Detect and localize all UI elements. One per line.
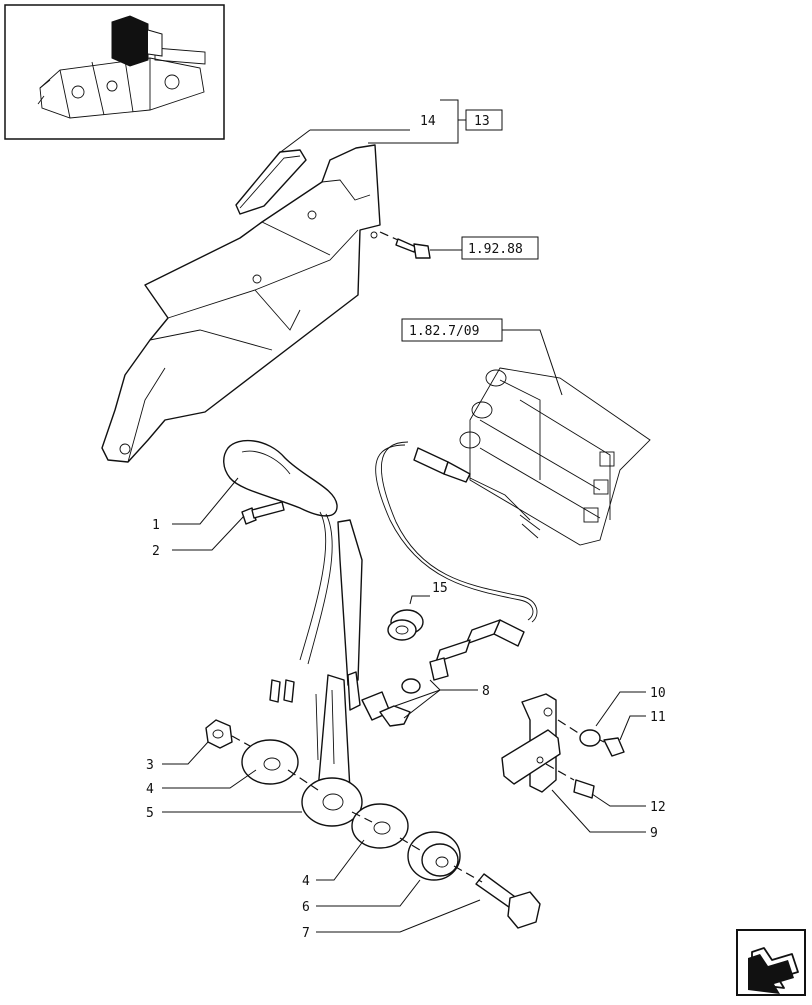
ref-box-1-82-7-09[interactable]: 1.82.7/09 xyxy=(401,318,503,342)
knob-screw xyxy=(241,501,285,525)
callout-10: 10 xyxy=(650,686,666,701)
callout-6: 6 xyxy=(302,900,310,915)
callout-8: 8 xyxy=(482,684,490,699)
washer-upper xyxy=(241,739,299,785)
callout-15: 15 xyxy=(432,581,448,596)
lever-bolt xyxy=(475,873,541,929)
control-valve-block xyxy=(459,367,651,546)
callout-11: 11 xyxy=(650,710,666,725)
callout-14: 14 xyxy=(420,114,436,129)
callout-9: 9 xyxy=(650,826,658,841)
leader-lines xyxy=(162,99,646,933)
grommet xyxy=(387,609,424,641)
callout-3: 3 xyxy=(146,758,154,773)
callout-4-lower: 4 xyxy=(302,874,310,889)
cover-panel xyxy=(101,144,381,463)
callout-5: 5 xyxy=(146,806,154,821)
callout-1: 1 xyxy=(152,518,160,533)
ref-1-92-88-label: 1.92.88 xyxy=(468,242,523,257)
washer-lower xyxy=(351,803,409,849)
callout-7: 7 xyxy=(302,926,310,941)
tractor-hitch-location-icon[interactable] xyxy=(4,4,225,140)
ref-13-label: 13 xyxy=(474,114,490,129)
next-page-arrow-icon[interactable] xyxy=(736,929,806,996)
callout-12: 12 xyxy=(650,800,666,815)
lever-nut xyxy=(205,719,233,749)
clevis-pin-set xyxy=(361,678,421,727)
callout-2: 2 xyxy=(152,544,160,559)
cover-screw xyxy=(379,231,431,259)
ref-1-82-7-09-label: 1.82.7/09 xyxy=(409,324,479,339)
electrical-cable xyxy=(375,441,541,681)
ref-box-13[interactable]: 13 xyxy=(465,109,503,131)
support-bracket xyxy=(501,693,625,799)
callout-4-upper: 4 xyxy=(146,782,154,797)
friction-washer xyxy=(407,831,461,881)
ref-box-1-92-88[interactable]: 1.92.88 xyxy=(461,236,539,260)
